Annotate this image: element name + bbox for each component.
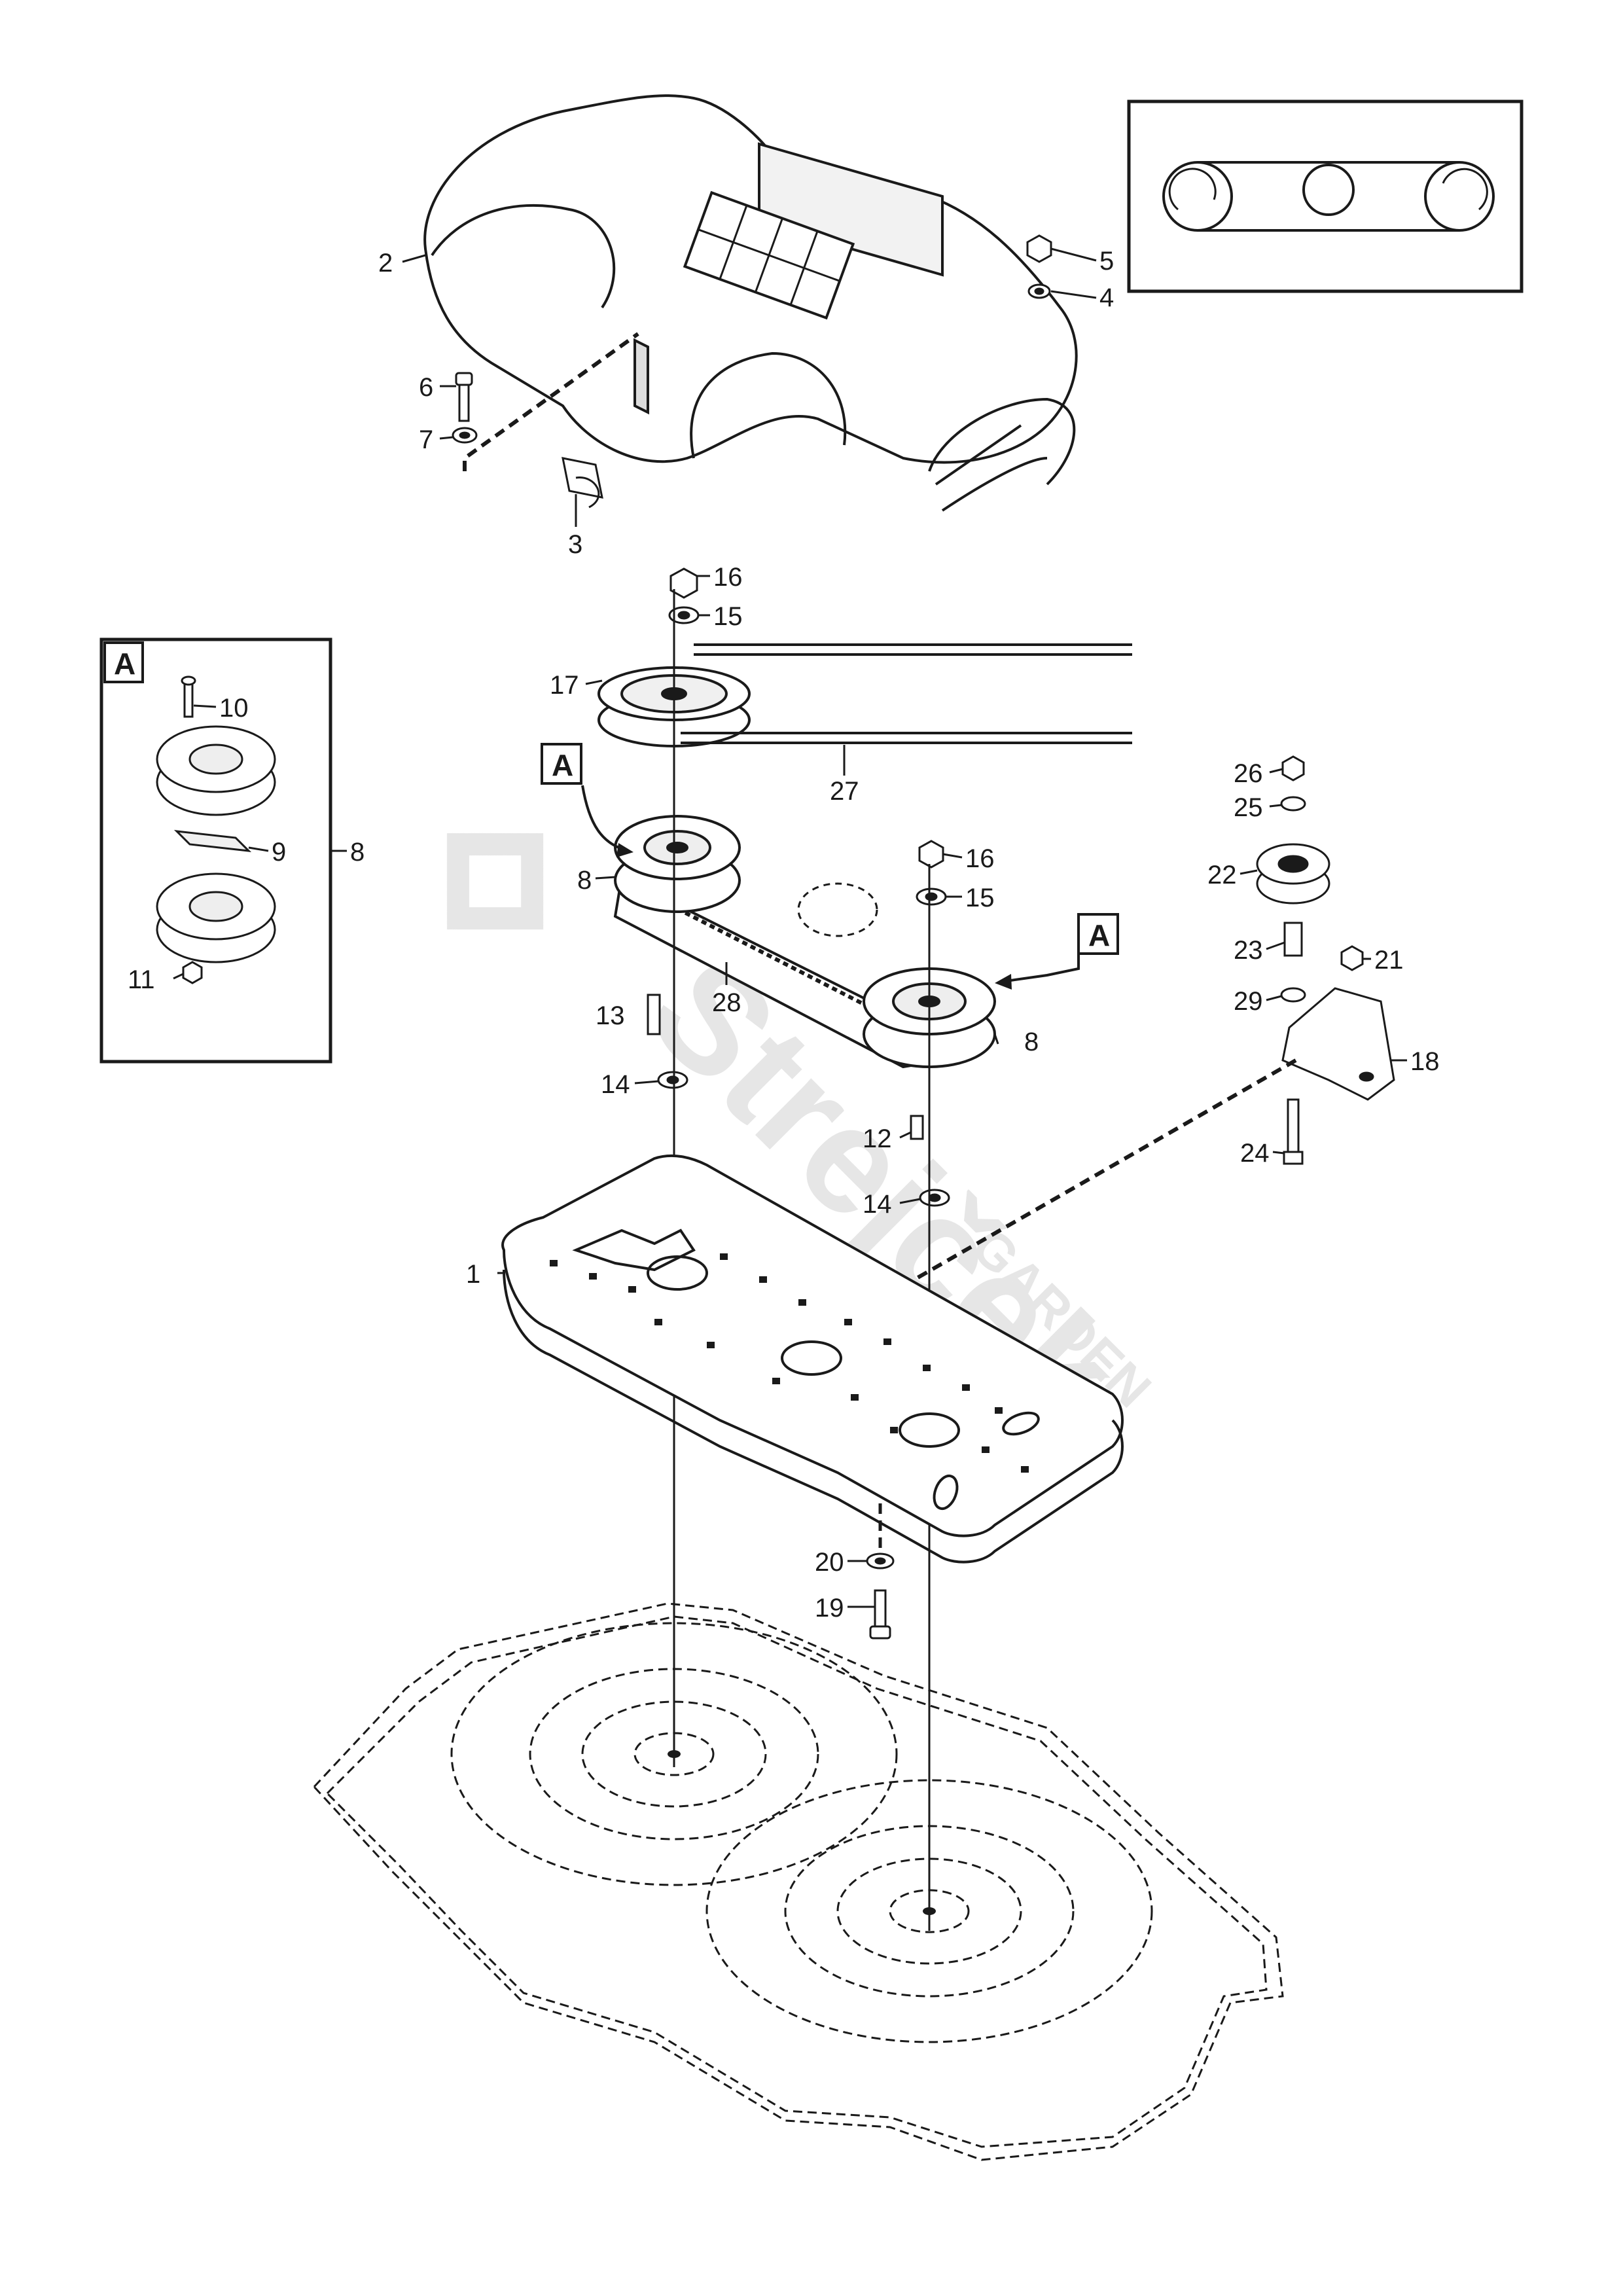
part-label-27: 27	[830, 777, 859, 806]
clip-icon	[562, 457, 603, 509]
part-label-19: 19	[815, 1594, 844, 1623]
part-label-1: 1	[466, 1260, 480, 1289]
inset-a-label: A	[114, 647, 135, 681]
part-label-12: 12	[863, 1124, 892, 1153]
part-label-16-right: 16	[965, 844, 995, 873]
leader-lines	[173, 247, 1407, 1608]
deck-hubs	[668, 1750, 936, 1915]
part-label-5: 5	[1099, 247, 1114, 276]
part-label-4: 4	[1099, 283, 1114, 312]
part-label-8-right: 8	[1024, 1028, 1039, 1056]
part-label-14-right: 14	[863, 1190, 892, 1219]
belt-cover	[423, 94, 1078, 512]
key-icon	[647, 994, 688, 1089]
part-label-28: 28	[712, 988, 741, 1017]
part-label-22: 22	[1207, 861, 1237, 889]
rotation-arrow-right-icon	[1442, 168, 1488, 211]
part-label-8-inset: 8	[350, 838, 365, 867]
part-label-20: 20	[815, 1548, 844, 1577]
part-label-7: 7	[419, 425, 433, 454]
part-label-14-left: 14	[601, 1070, 630, 1099]
callout-a-left: A	[541, 743, 633, 857]
toothed-pulley-left	[614, 815, 741, 913]
part-label-26: 26	[1234, 759, 1263, 788]
v-belt	[681, 643, 1132, 744]
part-label-8-left: 8	[577, 866, 592, 895]
belt-routing-inset	[1127, 99, 1524, 293]
detail-inset-a: A	[99, 637, 332, 1064]
callout-a-right: A	[995, 913, 1119, 990]
nut-icon	[916, 840, 947, 906]
part-number-labels: 2 5 4 6 7 3 16 15 17 27 8 16 15 28 13 8 …	[128, 247, 1440, 1623]
callout-a-left-label: A	[552, 748, 573, 782]
part-label-25: 25	[1234, 793, 1263, 822]
part-label-29: 29	[1234, 987, 1263, 1016]
part-label-18: 18	[1410, 1047, 1440, 1076]
idler-pulley-hidden	[797, 882, 878, 937]
guide-line-idler-bracket	[879, 1058, 1297, 1301]
part-label-9: 9	[272, 838, 286, 867]
mower-deck-outline	[312, 1602, 1284, 2161]
part-label-2: 2	[378, 249, 393, 278]
callout-a-right-label: A	[1088, 918, 1110, 952]
part-label-24: 24	[1240, 1139, 1270, 1168]
rotation-arrow-left-icon	[1168, 168, 1217, 211]
part-label-3: 3	[568, 530, 582, 559]
key-icon	[910, 1115, 950, 1207]
part-label-15-upper: 15	[713, 602, 743, 631]
part-label-11: 11	[128, 965, 155, 994]
part-label-17: 17	[550, 671, 579, 700]
part-label-10: 10	[219, 694, 249, 723]
idler-assembly	[1256, 755, 1395, 1165]
part-label-16-upper: 16	[713, 563, 743, 592]
part-label-21: 21	[1374, 946, 1404, 975]
part-label-23: 23	[1234, 936, 1263, 965]
part-label-13: 13	[596, 1001, 625, 1030]
part-label-6: 6	[419, 373, 433, 402]
part-label-15-right: 15	[965, 884, 995, 912]
nut-icon	[668, 567, 700, 624]
bolt-icon	[452, 372, 478, 444]
nut-icon	[1026, 234, 1052, 299]
base-plate	[501, 1154, 1124, 1564]
bolt-icon	[866, 1552, 895, 1640]
guide-line-cover-bolt	[463, 332, 639, 471]
